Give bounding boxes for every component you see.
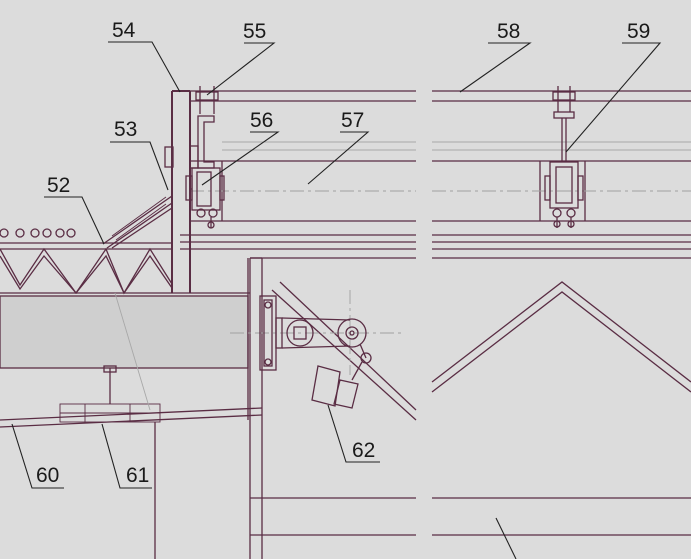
- lower-truss: [230, 258, 691, 559]
- label-55: 55: [243, 20, 266, 43]
- leader-lines: [11, 41, 662, 559]
- label-54: 54: [112, 19, 136, 42]
- label-59: 59: [627, 20, 650, 43]
- label-53: 53: [114, 118, 137, 141]
- callout-labels: 54 55 56 57 58 59 53 52 60 61 62: [36, 19, 650, 487]
- sloped-panel: [102, 195, 173, 249]
- main-beam: [180, 160, 691, 259]
- label-62: 62: [352, 439, 375, 462]
- panel-box: [0, 257, 263, 420]
- lattice-girder: [0, 247, 250, 295]
- trolley-59: [544, 86, 584, 228]
- bottom-rail: [0, 292, 263, 559]
- left-post: [171, 90, 191, 293]
- trolley-56: [185, 167, 225, 229]
- label-60: 60: [36, 464, 59, 487]
- label-61: 61: [126, 464, 149, 487]
- label-52: 52: [47, 174, 70, 197]
- label-58: 58: [497, 20, 520, 43]
- label-57: 57: [341, 109, 364, 132]
- label-56: 56: [250, 109, 273, 132]
- tensioner-62: [259, 295, 372, 409]
- chain-links: [0, 228, 172, 250]
